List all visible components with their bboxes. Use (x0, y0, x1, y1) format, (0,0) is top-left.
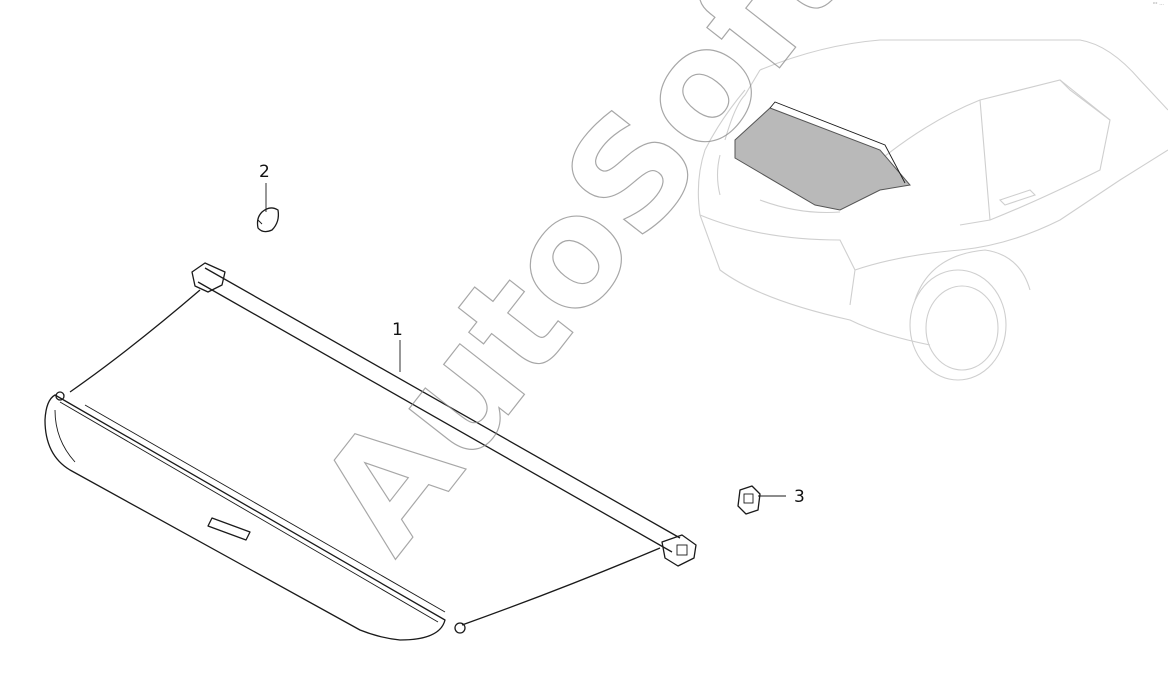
highlighted-cover-in-vehicle (734, 107, 911, 211)
callout-1: 1 (392, 320, 403, 340)
part-2-clip (256, 183, 280, 233)
vehicle-outline (697, 39, 1168, 381)
part-3-bracket (737, 485, 786, 515)
callout-2: 2 (259, 162, 270, 182)
corner-mark: °° ··· (1152, 2, 1164, 8)
part-1-luggage-cover (44, 262, 697, 641)
callout-3: 3 (794, 487, 805, 507)
